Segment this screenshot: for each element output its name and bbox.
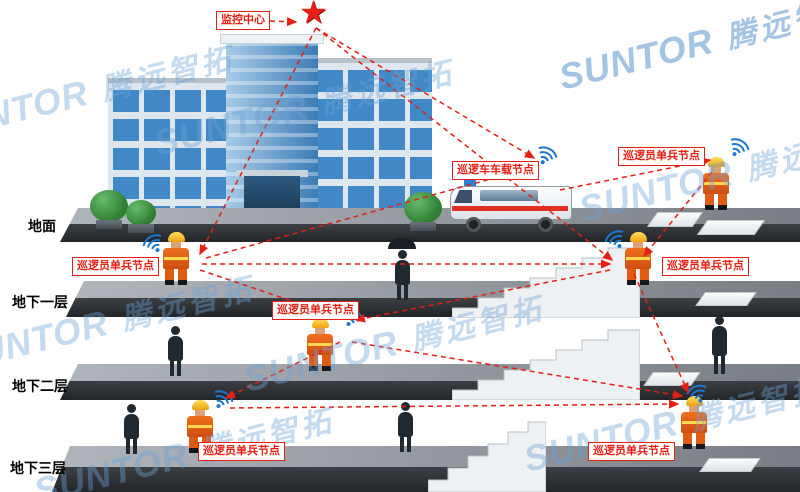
platform-front-edge bbox=[52, 467, 800, 492]
watermark: SUNTOR 腾远智拓 bbox=[0, 263, 259, 380]
stair-railing bbox=[695, 292, 757, 306]
vehicle-red-stripe bbox=[452, 206, 568, 211]
pedestrian-body bbox=[168, 336, 183, 361]
tree bbox=[126, 200, 156, 233]
firefighter-torso bbox=[681, 412, 707, 433]
stair-railing bbox=[696, 220, 766, 235]
soldier-node-label-b3-left: 巡逻员单兵节点 bbox=[198, 442, 285, 461]
pedestrian-b2-right-suit bbox=[712, 316, 727, 374]
pedestrian-b2-left bbox=[168, 326, 183, 376]
building-entrance bbox=[244, 176, 300, 210]
building-right-wing bbox=[312, 58, 432, 210]
firefighter-helmet bbox=[311, 318, 329, 328]
firefighter-face bbox=[195, 410, 205, 416]
pedestrian-umbrella bbox=[388, 238, 416, 300]
tree-foliage bbox=[404, 192, 442, 224]
firefighter-legs bbox=[683, 433, 705, 449]
pedestrian-legs bbox=[126, 439, 137, 454]
pedestrian-head bbox=[397, 250, 407, 259]
watermark-cn: 腾远智拓 bbox=[743, 122, 800, 188]
stair-railing bbox=[643, 372, 701, 386]
level-label-b3: 地下三层 bbox=[10, 460, 66, 476]
firefighter-helmet bbox=[167, 232, 185, 242]
staircase-b2-to-b1 bbox=[452, 329, 640, 400]
tree-foliage bbox=[126, 200, 156, 226]
pedestrian-head bbox=[401, 402, 410, 411]
tree-planter bbox=[410, 222, 436, 231]
tree-planter bbox=[96, 220, 122, 229]
firefighter-legs bbox=[705, 194, 727, 210]
firefighter-helmet bbox=[707, 157, 725, 167]
firefighter-helmet bbox=[191, 400, 209, 410]
firefighter-legs bbox=[627, 269, 649, 285]
wifi-icon bbox=[142, 234, 162, 253]
connection-line bbox=[229, 399, 680, 409]
vehicle-side-window bbox=[480, 190, 538, 201]
pedestrian-body bbox=[124, 414, 139, 439]
tree bbox=[404, 192, 442, 231]
firefighter-face bbox=[633, 242, 643, 248]
level-label-b2: 地下二层 bbox=[12, 378, 68, 394]
soldier-node-label-ground-right: 巡逻员单兵节点 bbox=[618, 147, 705, 166]
watermark: SUNTOR 腾远智拓 bbox=[554, 0, 800, 99]
pedestrian-b3-center bbox=[398, 402, 413, 452]
pedestrian-legs bbox=[396, 285, 408, 300]
umbrella-icon bbox=[388, 238, 416, 249]
firefighter-b1-left bbox=[158, 232, 194, 290]
firefighter-legs bbox=[309, 355, 331, 371]
pedestrian-body bbox=[712, 326, 727, 356]
wifi-icon bbox=[730, 138, 750, 157]
pedestrian-legs bbox=[714, 356, 725, 374]
watermark-cn: 腾远智拓 bbox=[723, 0, 800, 56]
firefighter-face bbox=[689, 406, 699, 412]
office-building bbox=[108, 34, 432, 210]
monitor-center-label: 监控中心 bbox=[216, 11, 270, 30]
firefighter-face bbox=[711, 167, 721, 173]
platform-front-edge bbox=[66, 297, 800, 317]
level-label-b1: 地下一层 bbox=[12, 294, 68, 310]
pedestrian-head bbox=[127, 404, 136, 413]
vehicle-node-label: 巡逻车车载节点 bbox=[452, 161, 539, 180]
staircase-b1-to-ground bbox=[452, 247, 640, 318]
staircase-b3-to-b2 bbox=[428, 421, 546, 492]
patrol-vehicle bbox=[450, 176, 572, 232]
soldier-node-label-b1-right: 巡逻员单兵节点 bbox=[662, 257, 749, 276]
tree-planter bbox=[128, 224, 154, 233]
firefighter-torso bbox=[187, 416, 213, 437]
tree bbox=[90, 190, 128, 229]
firefighter-legs bbox=[165, 269, 187, 285]
firefighter-torso bbox=[703, 173, 729, 194]
firefighter-helmet bbox=[629, 232, 647, 242]
vehicle-wheel bbox=[466, 217, 481, 232]
firefighter-face bbox=[315, 328, 325, 334]
level-label-ground: 地面 bbox=[28, 218, 56, 234]
pedestrian-body bbox=[398, 412, 413, 437]
pedestrian-head bbox=[171, 326, 180, 335]
vehicle-wheel bbox=[538, 217, 553, 232]
pedestrian-head bbox=[715, 316, 724, 325]
pedestrian-legs bbox=[400, 437, 411, 452]
pedestrian-body bbox=[394, 260, 410, 285]
watermark-brand: SUNTOR bbox=[554, 19, 718, 98]
firefighter-face bbox=[171, 242, 181, 248]
firefighter-torso bbox=[163, 248, 189, 269]
pedestrian-b3-left bbox=[124, 404, 139, 454]
firefighter-helmet bbox=[685, 396, 703, 406]
firefighter-torso bbox=[625, 248, 651, 269]
connection-line bbox=[269, 17, 298, 27]
firefighter-torso bbox=[307, 334, 333, 355]
soldier-node-label-b1-left: 巡逻员单兵节点 bbox=[72, 257, 159, 276]
soldier-node-label-b2: 巡逻员单兵节点 bbox=[272, 301, 359, 320]
soldier-node-label-b3-right: 巡逻员单兵节点 bbox=[588, 442, 675, 461]
stair-railing bbox=[699, 458, 761, 472]
firefighter-b2-center bbox=[302, 318, 338, 376]
pedestrian-legs bbox=[170, 361, 181, 376]
watermark-brand: SUNTOR bbox=[0, 71, 93, 150]
firefighter-b3-right bbox=[676, 396, 712, 454]
tree-foliage bbox=[90, 190, 128, 222]
building-roof bbox=[220, 34, 324, 44]
monitor-center-star-icon: ★ bbox=[299, 0, 328, 30]
